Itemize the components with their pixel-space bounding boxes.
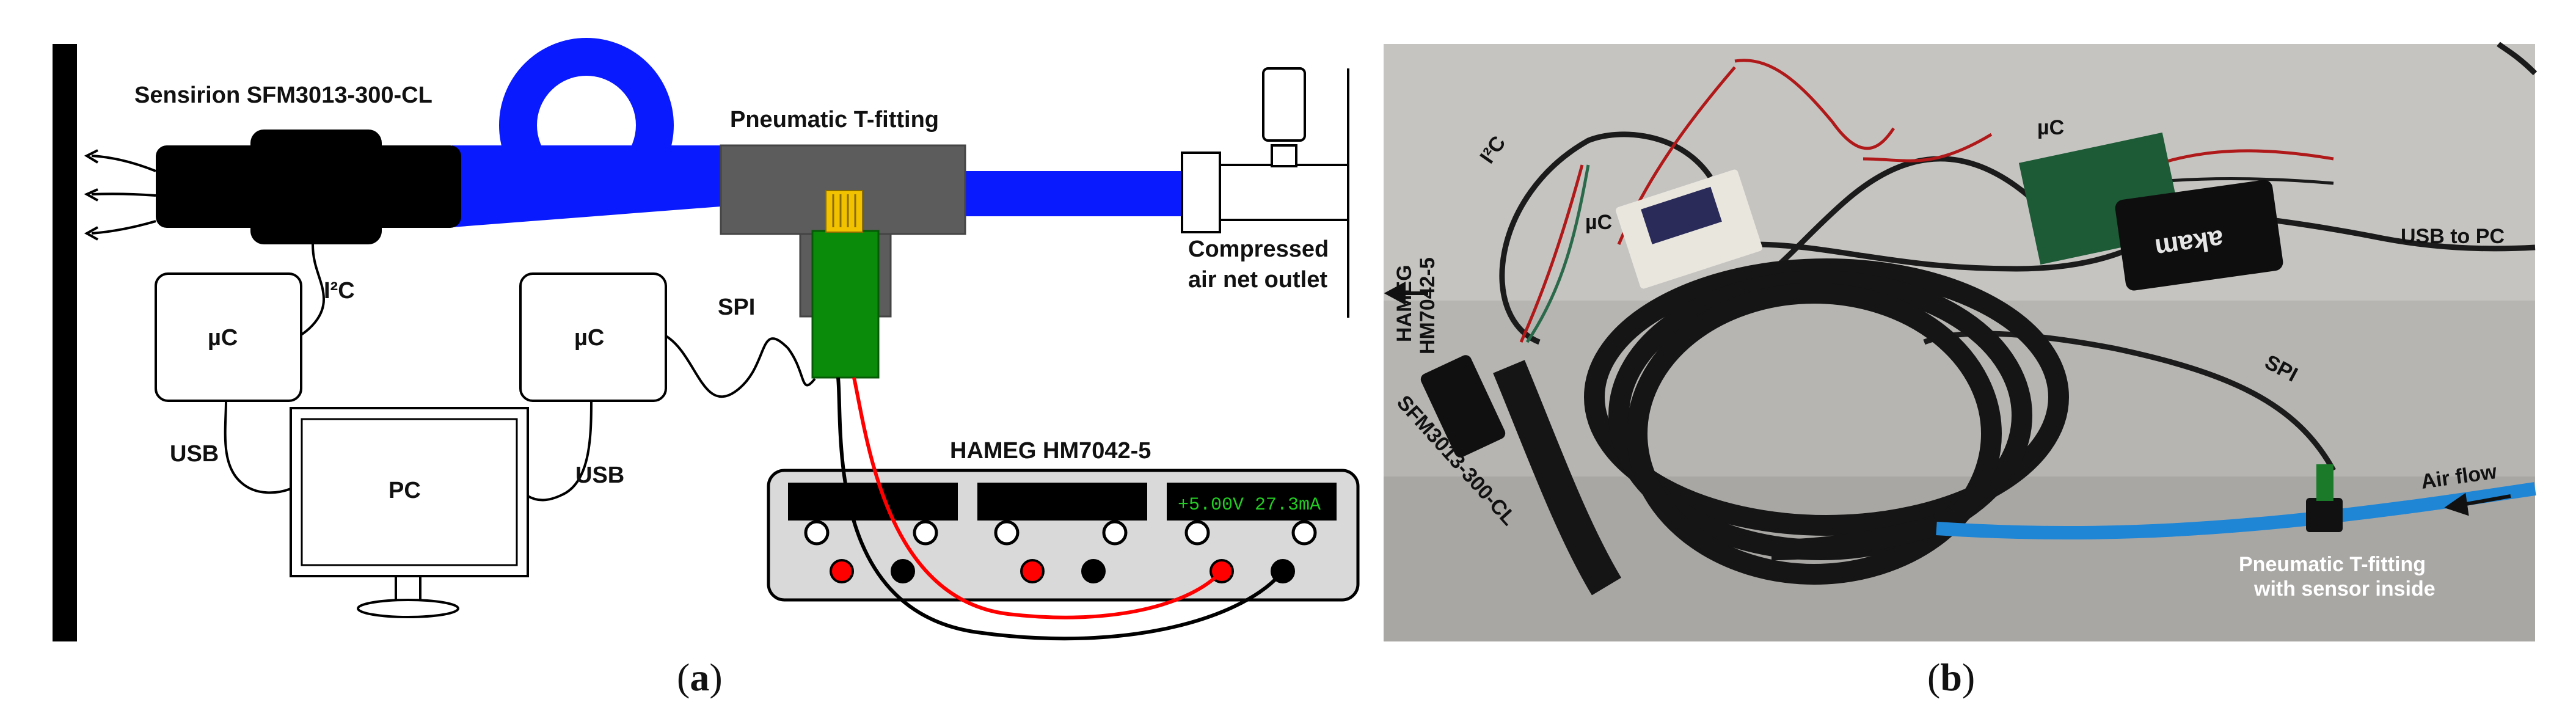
psu-label: HAMEG HM7042-5 — [950, 438, 1151, 464]
photo-label-tfitting-2: with sensor inside — [2253, 577, 2436, 601]
panel-b-photo: akam HAMEG HM7042-5 I²C µC µC USB to PC — [1384, 42, 2538, 699]
photo-label-hameg-2: HM7042-5 — [1416, 257, 1439, 354]
caption-a: (a) — [677, 656, 723, 699]
outlet-label-line1: Compressed — [1188, 236, 1329, 262]
sensor-label: Sensirion SFM3013-300-CL — [134, 82, 432, 108]
photo-label-usb: USB to PC — [2401, 225, 2505, 248]
uc-left-label: µC — [208, 325, 238, 351]
tube-fitting-to-outlet — [965, 171, 1182, 216]
pc-label: PC — [389, 478, 421, 503]
usb-cable-left — [224, 400, 291, 494]
usb-cable-right — [527, 400, 593, 502]
air-outlet — [1181, 67, 1349, 318]
wall-bar — [53, 44, 77, 641]
photo-label-uc-right: µC — [2037, 116, 2064, 139]
photo-sensor-housing — [1420, 355, 1506, 458]
psu-knobs — [804, 520, 1317, 546]
spi-cable — [665, 335, 816, 398]
photo-arrows — [1384, 281, 2511, 516]
exhaust-arrows — [84, 149, 156, 241]
photo-uc-board — [2018, 132, 2283, 291]
usb-left-label: USB — [170, 441, 219, 467]
photo-label-uc-left: µC — [1585, 211, 1612, 234]
spi-label: SPI — [718, 294, 755, 320]
tube-coil — [499, 38, 674, 213]
flow-sensor — [156, 130, 461, 244]
photo-breadboard — [1616, 169, 1762, 289]
caption-b: (b) — [1927, 656, 1975, 699]
uc-left-box — [155, 272, 302, 402]
i2c-label: I²C — [324, 278, 355, 304]
psu-display: +5.00V 27.3mA — [1178, 495, 1321, 516]
sensor-chip — [811, 190, 880, 379]
photo-label-hameg-1: HAMEG — [1393, 265, 1416, 342]
photo-label-tfitting-1: Pneumatic T-fitting — [2239, 553, 2426, 576]
tfitting-label: Pneumatic T-fitting — [730, 107, 939, 133]
photo-hose-coil — [1493, 258, 2069, 596]
pc-monitor — [290, 407, 529, 618]
panel-a-schematic: Sensirion SFM3013-300-CL Pneumatic T-fit… — [53, 38, 1360, 699]
i2c-cable — [300, 244, 326, 336]
usb-right-label: USB — [575, 462, 624, 488]
wire-black — [836, 377, 1285, 641]
outlet-label-line2: air net outlet — [1188, 267, 1327, 293]
photo-t-fitting — [2306, 498, 2343, 532]
wire-red — [852, 377, 1224, 619]
uc-right-label: µC — [574, 325, 604, 351]
